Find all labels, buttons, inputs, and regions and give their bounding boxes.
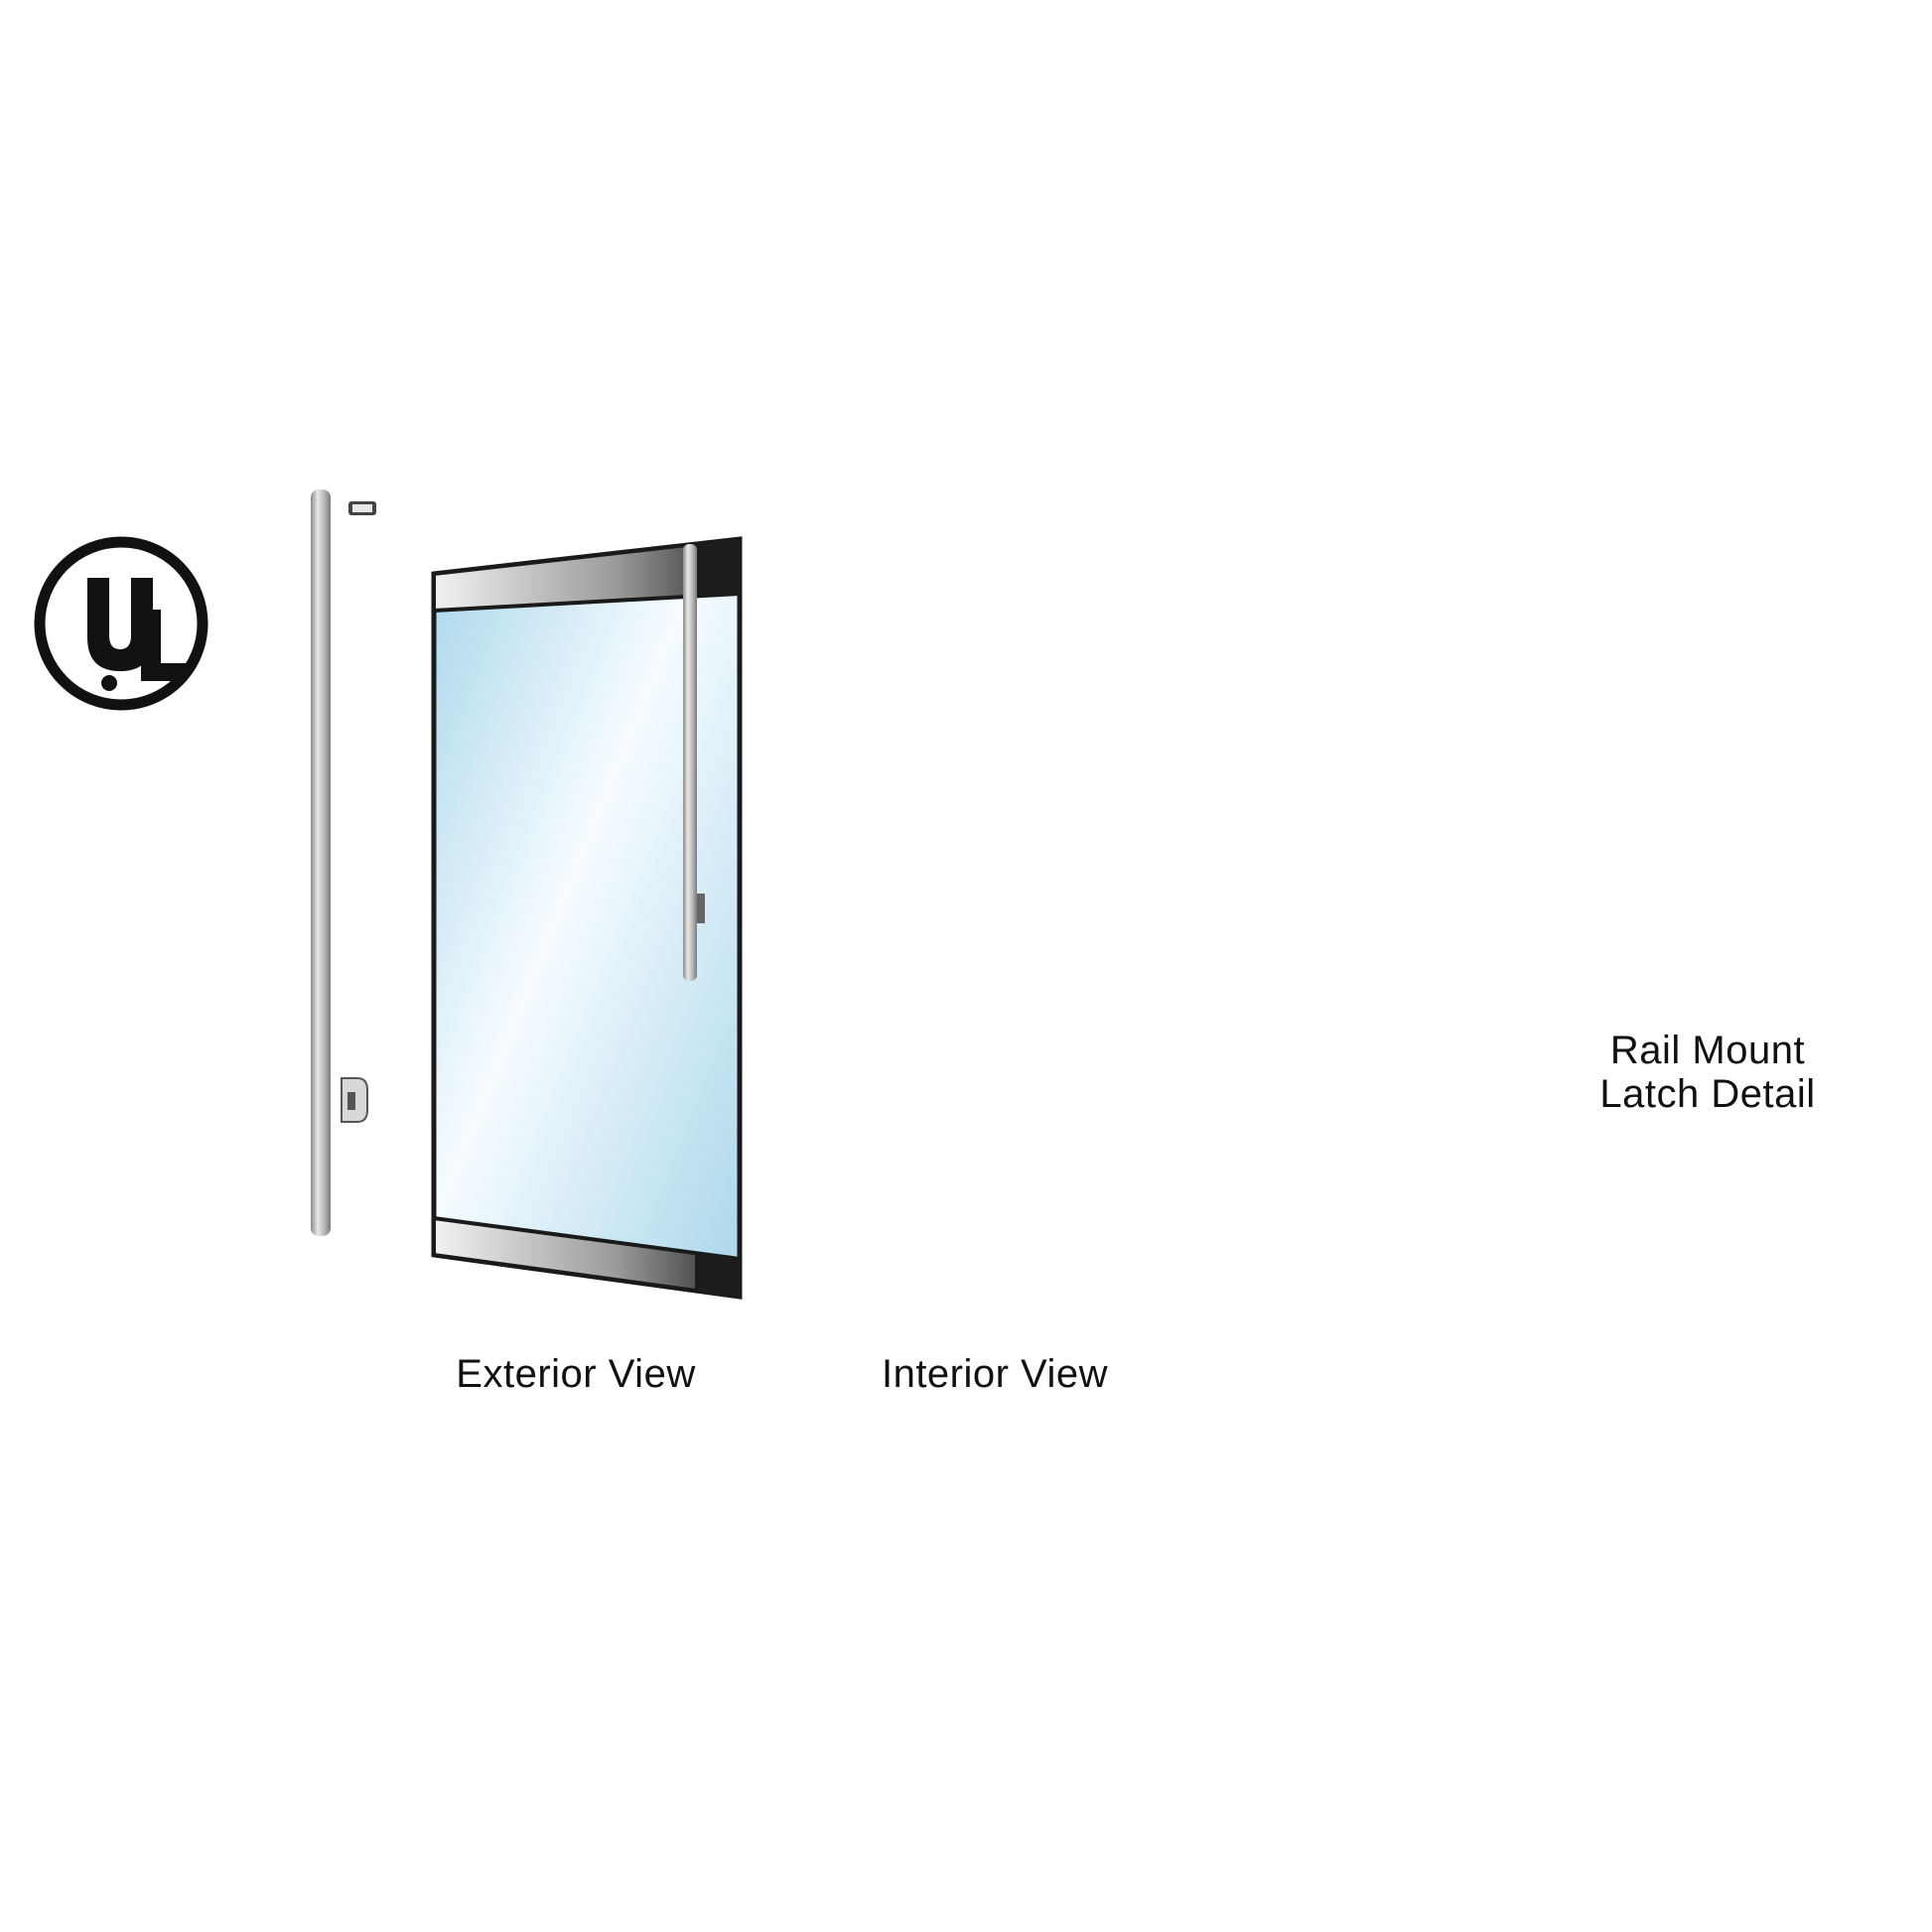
exterior-view-label: Exterior View	[456, 1352, 696, 1396]
exterior-pull-handle	[683, 544, 697, 981]
exterior-door	[431, 536, 743, 1300]
interior-view-label: Interior View	[881, 1352, 1109, 1396]
detail-label-line-1: Rail Mount	[1609, 1029, 1806, 1072]
exterior-vertical-pull-rail	[311, 489, 376, 1236]
rail-mount-latch-detail-label: Rail Mount Latch Detail	[1559, 1029, 1857, 1116]
detail-label-line-2: Latch Detail	[1599, 1072, 1816, 1116]
ul-certification-icon	[34, 536, 208, 711]
